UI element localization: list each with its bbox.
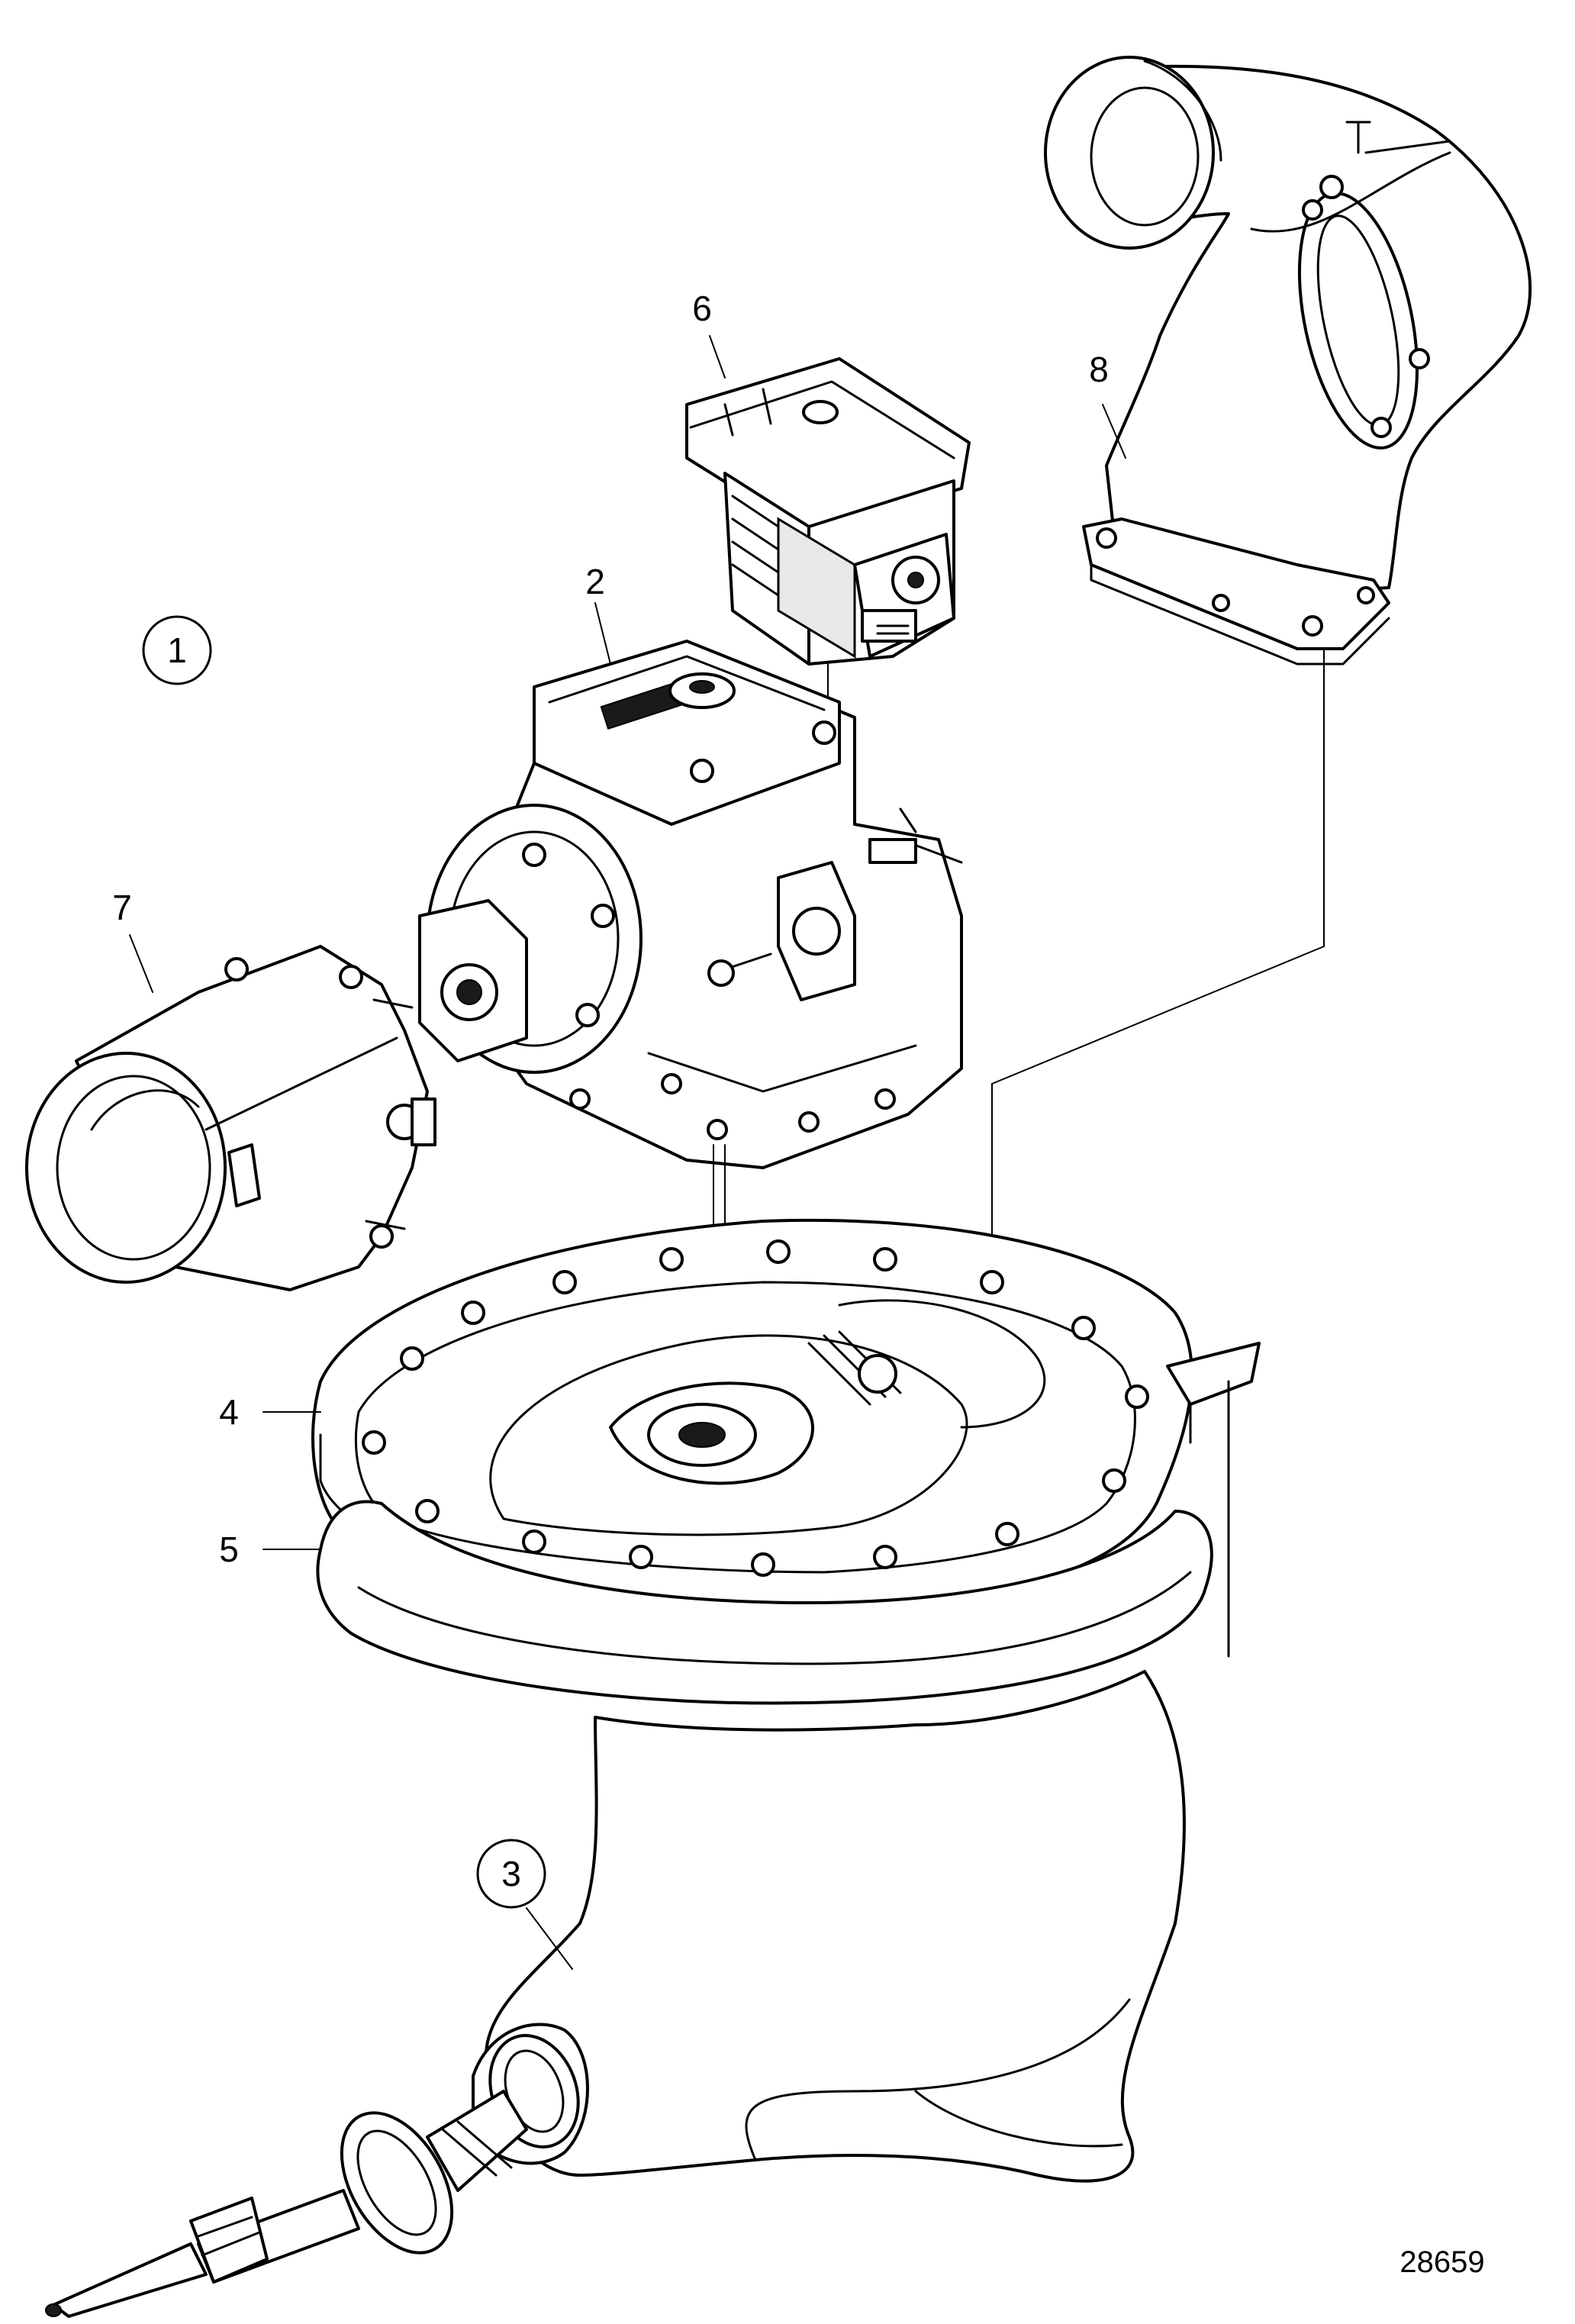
svg-text:3: 3 [501,1854,521,1894]
figure-reference-number: 28659 [1399,2245,1484,2279]
mounting-bowl [311,1218,1261,1658]
svg-text:1: 1 [167,630,187,670]
callout-label-5: 5 [219,1529,239,1569]
callout-label-7: 7 [112,888,132,927]
gearbox-housing [418,640,963,1169]
exhaust-elbow [1044,56,1532,666]
control-unit [685,357,971,666]
callout-label-6: 6 [692,288,712,328]
callout-label-8: 8 [1089,350,1109,389]
callout-label-1: 1 [142,615,212,685]
flange-bolts [362,1239,1149,1577]
callout-label-3: 3 [476,1839,546,1909]
callout-label-2: 2 [585,562,605,601]
drive-leg [472,1670,1186,2183]
callout-label-4: 4 [219,1392,239,1432]
seal-ring [316,1500,1213,1705]
propeller-shaft [45,2090,528,2318]
exhaust-pipe-section [25,945,436,1291]
callout-leaders [129,335,1126,1970]
